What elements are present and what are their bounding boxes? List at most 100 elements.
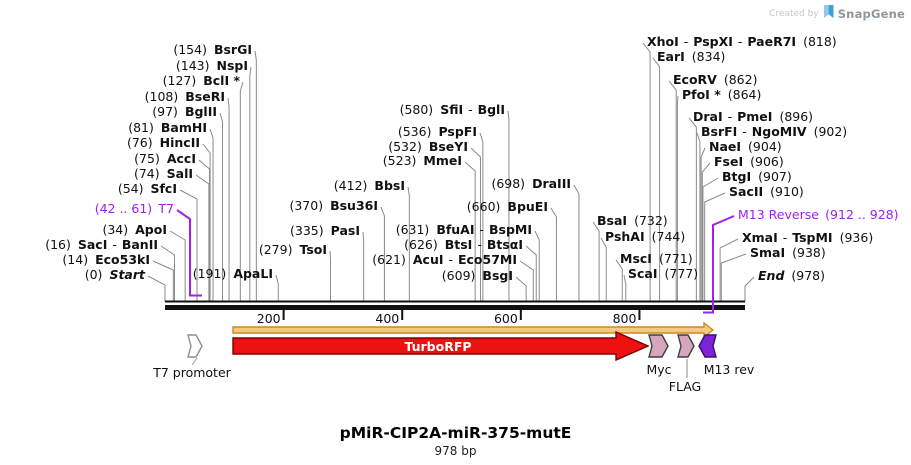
site-label-bsrgi[interactable]: (154)BsrGI (173, 42, 252, 58)
site-label-pspfi[interactable]: (536)PspFI (398, 124, 477, 140)
site-label-bcli[interactable]: (127)BclI * (163, 73, 240, 89)
site-label-bsrfi-ngomiv[interactable]: BsrFI - NgoMIV(902) (701, 124, 847, 140)
site-label-sali[interactable]: (74)SalI (134, 166, 193, 182)
site-label-xhoi-pspxi-paer7i[interactable]: XhoI - PspXI - PaeR7I(818) (647, 34, 837, 50)
snapgene-watermark: Created by SnapGene (769, 4, 905, 23)
site-label-bseyi[interactable]: (532)BseYI (388, 139, 468, 155)
site-line-pshai (600, 237, 607, 302)
site-line-pasi (362, 231, 365, 302)
site-position: (902) (813, 124, 848, 139)
site-enzymes: BsaI (597, 213, 628, 228)
primer-label-t7[interactable]: (42 .. 61) T7 (94, 201, 174, 216)
site-label-nspi[interactable]: (143)NspI (176, 58, 248, 74)
site-label-naei[interactable]: NaeI(904) (709, 139, 782, 155)
site-label-ecorv[interactable]: EcoRV(862) (673, 72, 757, 88)
site-position: (76) (126, 135, 153, 150)
site-label-mmei[interactable]: (523)MmeI (383, 153, 462, 169)
site-label-acui-eco57mi[interactable]: (621)AcuI - Eco57MI (372, 252, 517, 268)
turborfp-arrow[interactable] (232, 330, 650, 362)
site-enzymes: PasI (330, 223, 360, 238)
site-line-bseyi (470, 147, 482, 302)
site-line-msci (615, 259, 623, 302)
site-label-pasi[interactable]: (335)PasI (290, 223, 360, 239)
site-label-eco53ki[interactable]: (14)Eco53kI (62, 252, 150, 268)
site-label-xmai-tspmi[interactable]: XmaI - TspMI(936) (742, 230, 873, 246)
site-line-xmai-tspmi (719, 238, 739, 302)
site-label-bamhi[interactable]: (81)BamHI (128, 120, 207, 136)
site-line-drai-pmei (688, 117, 697, 302)
site-line-acui-eco57mi (519, 260, 534, 302)
site-enzymes: SacII (729, 184, 764, 199)
map-title: pMiR-CIP2A-miR-375-mutE (339, 424, 572, 442)
watermark-created-by-text: Created by (769, 8, 819, 19)
site-enzymes: BpuEI (507, 199, 548, 214)
site-line-sali (195, 174, 210, 302)
site-enzymes: SacI - BanII (77, 237, 158, 252)
site-enzymes: PfoI * (682, 87, 721, 102)
site-label-draiii[interactable]: (698)DraIII (491, 176, 571, 192)
site-position: (191) (192, 266, 227, 281)
primer-label-m13-reverse[interactable]: M13 Reverse (912 .. 928) (738, 207, 899, 222)
site-label-btgi[interactable]: BtgI(907) (722, 169, 792, 185)
site-label-apali[interactable]: (191) ApaLI (193, 266, 273, 282)
site-label-end[interactable]: End(978) (758, 268, 825, 284)
site-label-msci[interactable]: MscI(771) (620, 251, 693, 267)
site-label-bfuai-bspmi[interactable]: (631)BfuAI - BspMI (396, 222, 532, 238)
site-label-bsai[interactable]: BsaI(732) (597, 213, 668, 229)
site-line-scai (623, 274, 627, 302)
site-position: (938) (792, 245, 826, 260)
site-position: (626) (404, 237, 438, 252)
site-line-fsei (701, 162, 711, 302)
site-label-sfii-bgli[interactable]: (580)SfiI - BglI (400, 102, 505, 118)
site-position: (74) (133, 166, 160, 181)
site-label-drai-pmei[interactable]: DraI - PmeI(896) (693, 109, 813, 125)
site-line-eari (652, 57, 661, 302)
site-label-apoi[interactable]: (34)ApoI (102, 222, 167, 238)
site-position: (412) (333, 178, 368, 193)
site-enzymes: ApaLI (233, 266, 273, 281)
site-line-bsai (592, 221, 600, 302)
site-enzymes: EarI (657, 49, 685, 64)
flag-arrow[interactable] (677, 334, 695, 358)
site-enzymes: BseYI (428, 139, 468, 154)
site-line-end (744, 276, 755, 302)
site-label-sacii[interactable]: SacII(910) (729, 184, 804, 200)
site-label-pshai[interactable]: PshAI(744) (605, 229, 685, 245)
site-line-eco53ki (152, 260, 174, 302)
m13-rev-arrow[interactable] (698, 334, 717, 358)
site-line-apoi (169, 230, 186, 302)
site-enzymes: PshAI (605, 229, 645, 244)
site-label-bpuei[interactable]: (660)BpuEI (467, 199, 548, 215)
site-label-bseri[interactable]: (108)BseRI (145, 89, 225, 105)
site-enzymes: BtgI (722, 169, 752, 184)
site-label-eari[interactable]: EarI(834) (657, 49, 725, 65)
site-line-xhoi-pspxi-paer7i (642, 42, 651, 302)
site-enzymes: BtsI - BtsαI (444, 237, 523, 252)
site-label-saci-banii[interactable]: (16)SacI - BanII (45, 237, 158, 253)
site-label-bsgi[interactable]: (609)BsgI (442, 268, 513, 284)
site-label-pfoi[interactable]: PfoI *(864) (682, 87, 761, 103)
site-label-bsu36i[interactable]: (370)Bsu36I (289, 198, 378, 214)
site-line-bsgi (515, 276, 527, 302)
site-label-fsei[interactable]: FseI(906) (714, 154, 784, 170)
site-label-start[interactable]: (0)Start (85, 267, 145, 283)
site-label-tsoi[interactable]: (279)TsoI (259, 242, 327, 258)
site-label-sfci[interactable]: (54)SfcI (118, 181, 177, 197)
site-label-scai[interactable]: ScaI(777) (628, 266, 698, 282)
t7-promoter-arrow[interactable] (187, 334, 203, 358)
construct-arrow[interactable] (232, 321, 715, 339)
site-position: (818) (803, 34, 837, 49)
site-label-bbsi[interactable]: (412)BbsI (334, 178, 405, 194)
site-label-smai[interactable]: SmaI(938) (750, 245, 826, 261)
site-line-acci (198, 159, 210, 302)
site-line-bglii (219, 112, 224, 302)
map-length: 978 bp (434, 444, 477, 458)
site-position: (698) (491, 176, 526, 191)
site-label-acci[interactable]: (75)AccI (134, 151, 196, 167)
site-label-btsi-bts-i[interactable]: (626) BtsI - BtsαI (404, 237, 523, 253)
ruler-label-200: 200 (256, 311, 281, 326)
site-label-hincii[interactable]: (76)HincII (127, 135, 200, 151)
myc-arrow[interactable] (648, 334, 669, 358)
site-label-bglii[interactable]: (97)BglII (152, 104, 217, 120)
